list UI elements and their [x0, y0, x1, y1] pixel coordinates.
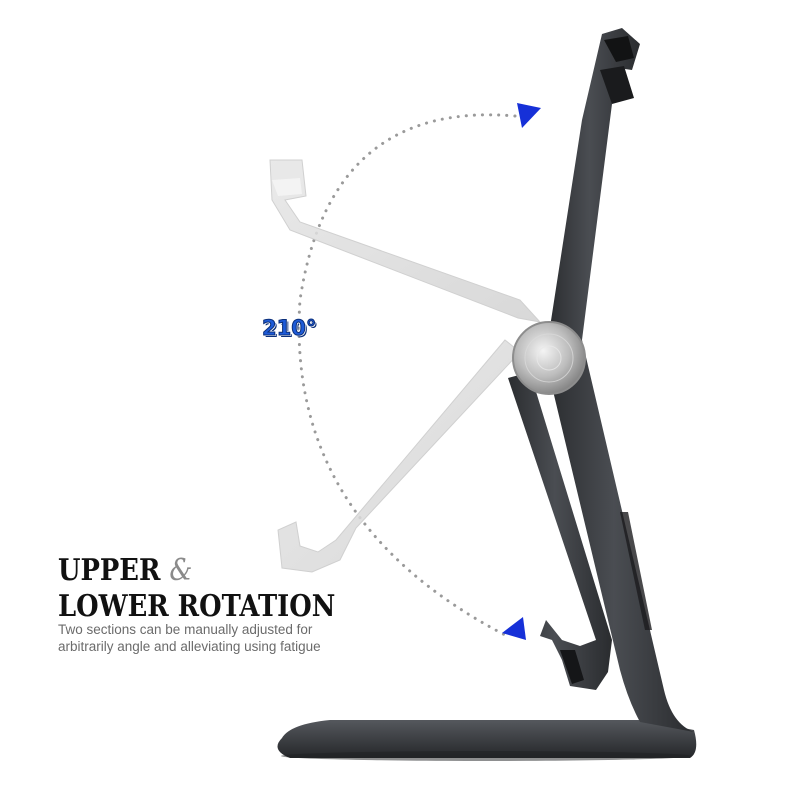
headline-line-2: LOWER ROTATION — [58, 589, 336, 624]
stand-base — [277, 720, 697, 758]
arrow-down-icon — [502, 617, 526, 640]
stand-upper-arm — [548, 28, 640, 340]
stand-lower-arm — [508, 372, 612, 690]
ghost-lower-arm — [277, 339, 521, 573]
headline-upper: UPPER — [58, 553, 161, 588]
hinge-knob — [512, 321, 586, 395]
description-line-1: Two sections can be manually adjusted fo… — [58, 622, 313, 637]
stand-column — [548, 340, 694, 732]
ghost-upper-arm — [269, 159, 542, 323]
headline: UPPER & LOWER ROTATION — [58, 553, 380, 625]
description-line-2: arbitrarily angle and alleviating using … — [58, 639, 321, 654]
headline-ampersand: & — [169, 553, 193, 588]
arrow-up-icon — [517, 103, 541, 128]
feature-description: Two sections can be manually adjusted fo… — [58, 621, 321, 655]
headline-line-1: UPPER & — [58, 553, 335, 589]
rotation-angle-label: 210° — [261, 316, 317, 341]
